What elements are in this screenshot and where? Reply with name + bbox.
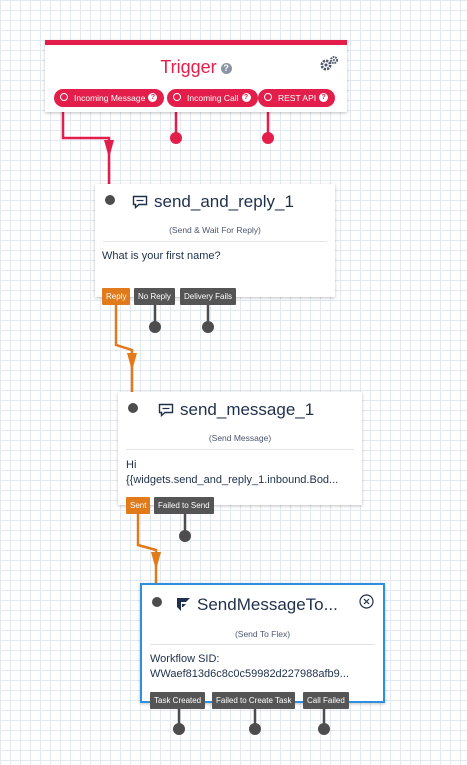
transition-no-reply[interactable]: No Reply [134,288,175,305]
wire-incoming-message [61,102,111,190]
wire-arrow-orange-1 [127,353,137,371]
endpoint-incoming-call [170,132,182,144]
input-port[interactable] [128,403,138,413]
widget-type: (Send Message) [208,433,272,443]
endpoint-failed-create-task [249,723,261,735]
trigger-output-incoming-call[interactable]: Incoming Call? [167,89,258,107]
endpoint-no-reply [149,321,161,333]
input-port[interactable] [105,195,115,205]
widget-send-message[interactable]: send_message_1 (Send Message) Hi {{widge… [118,392,362,514]
output-port-icon [173,93,181,101]
endpoint-rest-api [262,132,274,144]
widget-name: send_message_1 [180,400,315,419]
widget-body-line: {{widgets.send_and_reply_1.inbound.Bod..… [126,474,339,486]
wire-sent [136,512,158,590]
trigger-widget[interactable]: Trigger? Incoming Message? Incoming Call… [45,40,347,112]
widget-title-row: SendMessageTo... [176,595,338,615]
widget-title-row: send_message_1 [158,400,314,420]
endpoint-call-failed [318,723,330,735]
endpoint-delivery-fails [202,321,214,333]
transition-failed-to-send[interactable]: Failed to Send [154,497,214,514]
trigger-title-row: Trigger? [45,57,347,78]
divider [150,644,375,645]
close-icon[interactable] [359,594,374,609]
output-port-icon [60,93,68,101]
divider [126,449,354,450]
widget-body: Workflow SID: WWaef813d6c8c0c59982d22798… [150,652,349,682]
widget-name: send_and_reply_1 [154,192,294,211]
widget-body: What is your first name? [102,249,221,264]
help-icon[interactable]: ? [241,93,251,103]
widget-title-row: send_and_reply_1 [132,192,294,212]
help-icon[interactable]: ? [220,62,232,74]
widget-body-line: WWaef813d6c8c0c59982d227988afb9... [150,668,349,680]
transition-reply[interactable]: Reply [102,288,131,305]
chat-icon [132,195,148,210]
wire-reply [114,304,134,398]
output-port-icon [264,93,272,101]
flex-icon [177,598,190,611]
trigger-output-rest-api[interactable]: REST API? [258,89,336,107]
widget-body-line: Workflow SID: [150,653,220,665]
widget-type: (Send & Wait For Reply) [169,225,261,235]
input-port[interactable] [152,597,162,607]
help-icon[interactable]: ? [148,93,158,103]
widget-type: (Send To Flex) [234,629,291,639]
widget-body-line: Hi [126,459,137,471]
widget-send-and-reply[interactable]: send_and_reply_1 (Send & Wait For Reply)… [95,184,335,305]
wire-arrow-red [104,140,114,158]
endpoint-task-created [173,723,185,735]
help-icon[interactable]: ? [319,93,329,103]
widget-name: SendMessageTo... [197,595,338,614]
output-label: REST API [278,93,317,103]
gear-icon[interactable] [319,55,339,73]
wire-arrow-orange-2 [151,552,161,570]
transition-delivery-fails[interactable]: Delivery Fails [180,288,237,305]
transition-failed-to-create-task[interactable]: Failed to Create Task [212,692,296,709]
transition-sent[interactable]: Sent [126,497,151,514]
transition-task-created[interactable]: Task Created [150,692,206,709]
trigger-output-incoming-message[interactable]: Incoming Message? [54,89,165,107]
transition-call-failed[interactable]: Call Failed [303,692,349,709]
widget-body-line: What is your first name? [102,250,221,262]
chat-icon [158,403,174,418]
output-label: Incoming Message [74,93,146,103]
trigger-title: Trigger [160,57,217,77]
output-label: Incoming Call [187,93,239,103]
widget-body: Hi {{widgets.send_and_reply_1.inbound.Bo… [126,458,338,488]
widget-send-to-flex[interactable]: SendMessageTo... (Send To Flex) Workflow… [140,583,385,709]
endpoint-failed-to-send [179,530,191,542]
divider [103,241,327,242]
